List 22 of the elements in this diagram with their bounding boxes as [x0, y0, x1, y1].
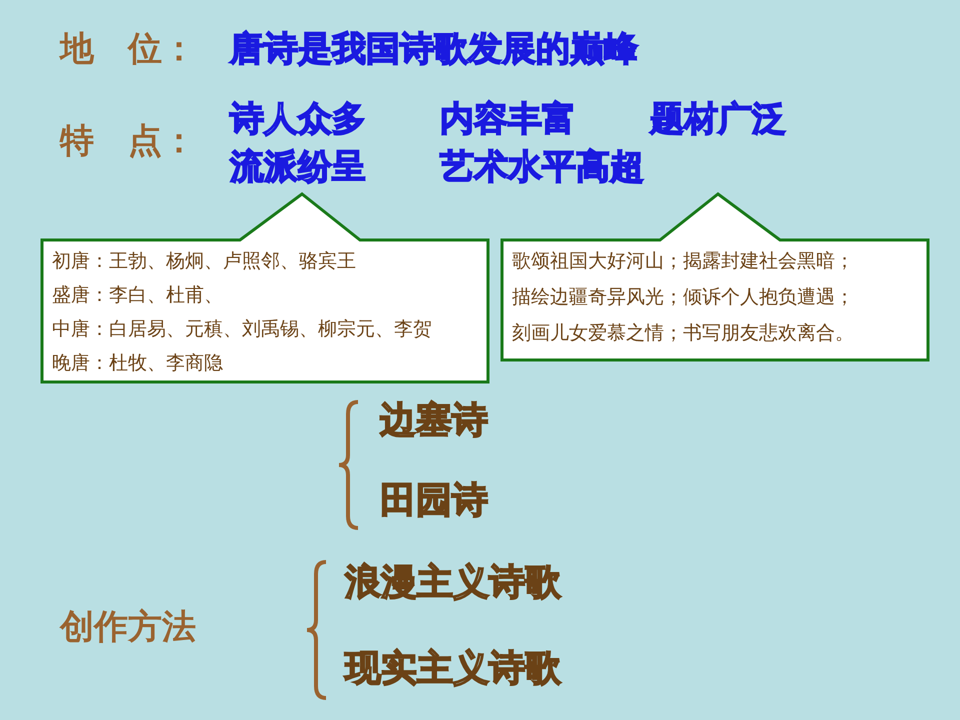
feature-text: 诗人众多 — [230, 100, 366, 140]
poet-list: 初唐：王勃、杨炯、卢照邻、骆宾王 — [52, 250, 356, 273]
feature-text: 流派纷呈 — [230, 148, 366, 188]
statement: 唐诗是我国诗歌发展的巅峰 — [230, 30, 638, 70]
category-text: 边塞诗 — [380, 400, 488, 442]
category-text: 田园诗 — [380, 480, 488, 522]
feature-text: 内容丰富 — [440, 100, 576, 140]
heading: 创作方法 — [60, 608, 196, 648]
feature-text: 题材广泛 — [650, 100, 786, 140]
content-text: 描绘边疆奇异风光；倾诉个人抱负遭遇； — [512, 286, 854, 309]
content-text: 刻画儿女爱慕之情；书写朋友悲欢离合。 — [512, 322, 854, 345]
heading: 地 位： — [60, 30, 196, 70]
feature-text: 艺术水平高超 — [440, 148, 644, 188]
poet-list: 中唐：白居易、元稹、刘禹锡、柳宗元、李贺 — [52, 318, 432, 341]
poet-list: 晚唐：杜牧、李商隐 — [52, 352, 223, 375]
callout-box — [500, 192, 930, 362]
category-text: 现实主义诗歌 — [345, 648, 561, 690]
category-text: 浪漫主义诗歌 — [345, 562, 561, 604]
heading: 特 点： — [60, 122, 196, 162]
content-text: 歌颂祖国大好河山；揭露封建社会黑暗； — [512, 250, 854, 273]
poet-list: 盛唐：李白、杜甫、 — [52, 284, 223, 307]
callout-box — [40, 192, 490, 384]
